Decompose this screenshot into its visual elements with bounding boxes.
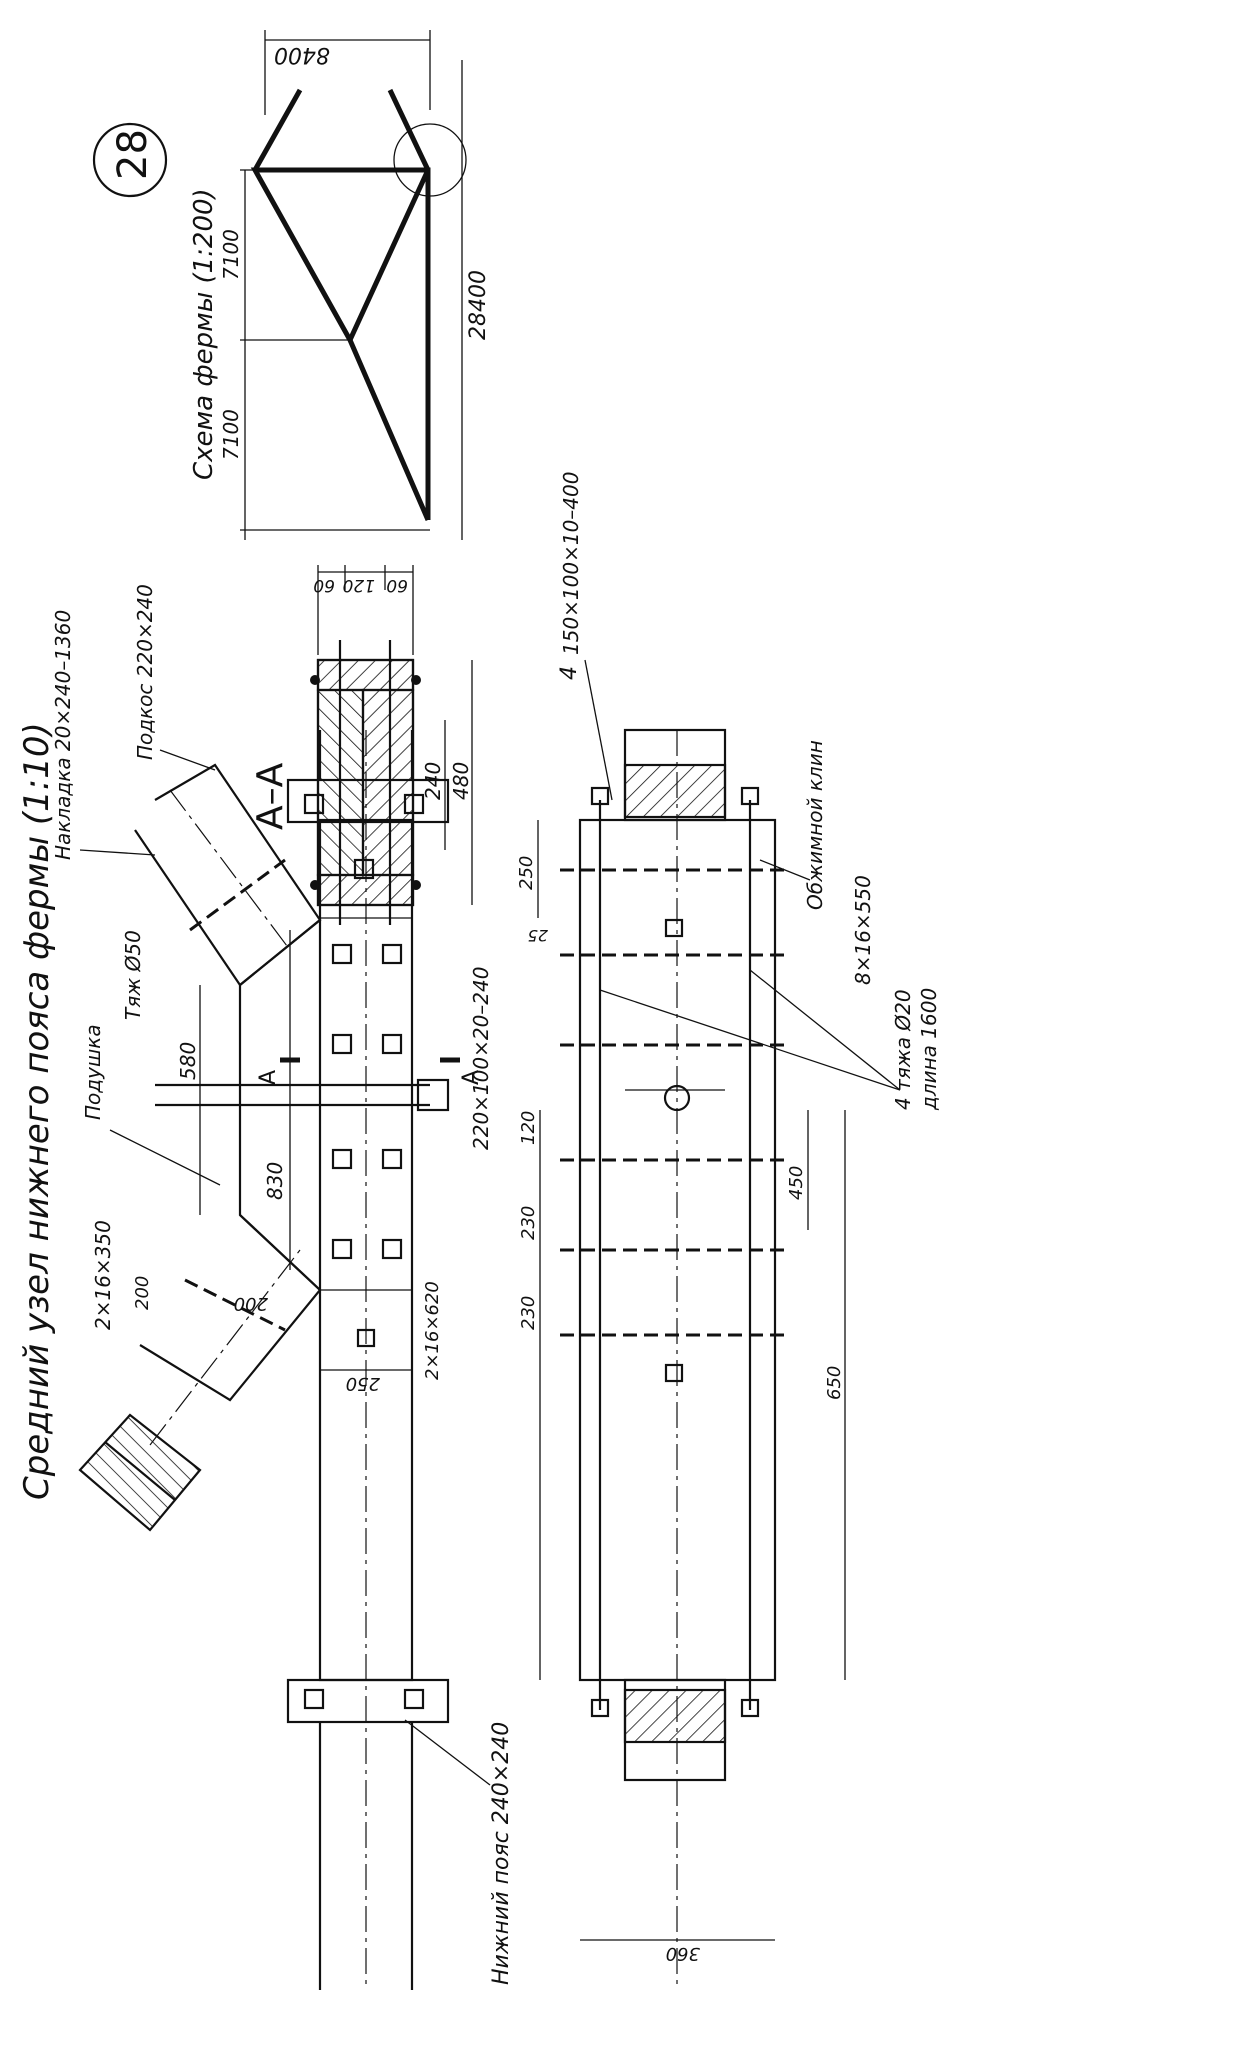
label-nizhny-poyas: Нижний пояс 240×240 bbox=[489, 1722, 514, 1985]
truss-dim-8400: 8400 bbox=[274, 42, 330, 67]
section-mark-left: А bbox=[256, 1070, 281, 1085]
label-tyazh-length: длина 1600 bbox=[917, 988, 941, 1111]
section-dim-480: 480 bbox=[449, 762, 473, 800]
label-angle-count: 4 bbox=[557, 666, 582, 680]
label-bolts-350: 2×16×350 bbox=[91, 1220, 115, 1330]
dim-250-plan: 250 bbox=[516, 856, 537, 890]
label-tyazh: Тяж Ø50 bbox=[121, 930, 145, 1020]
truss-dim-7100-top: 7100 bbox=[219, 229, 243, 280]
dim-230-b: 230 bbox=[518, 1296, 539, 1330]
label-angle-150: 150×100×10–400 bbox=[559, 472, 583, 656]
dim-360: 360 bbox=[666, 1943, 700, 1964]
dim-650: 650 bbox=[824, 1366, 845, 1400]
dim-25: 25 bbox=[528, 926, 548, 945]
section-mark-right: А bbox=[459, 1070, 484, 1085]
dim-200-b: 200 bbox=[234, 1293, 268, 1314]
section-a-a: А–А 60 120 60 240 480 bbox=[250, 565, 473, 925]
label-angle-220: 220×100×20–240 bbox=[469, 967, 493, 1151]
dim-230-a: 230 bbox=[518, 1206, 539, 1240]
label-podkos: Подкос 220×240 bbox=[133, 584, 157, 760]
label-bolts-550: 8×16×550 bbox=[851, 875, 875, 985]
section-dim-120: 120 bbox=[343, 575, 375, 595]
section-dim-60-a: 60 bbox=[313, 575, 335, 595]
section-dim-60-b: 60 bbox=[386, 575, 408, 595]
node-side-view: А А 580 830 200 200 250 bbox=[78, 730, 484, 1990]
label-podushka: Подушка bbox=[81, 1024, 105, 1120]
dim-200-a: 200 bbox=[132, 1276, 153, 1310]
section-title: А–А bbox=[250, 762, 291, 830]
dim-450: 450 bbox=[786, 1166, 807, 1200]
drawing-title: Средний узел нижнего пояса фермы (1:10) bbox=[17, 722, 57, 1500]
sheet-number-badge: 28 bbox=[92, 122, 168, 198]
label-bolts-620: 2×16×620 bbox=[422, 1281, 443, 1380]
dim-580: 580 bbox=[176, 1042, 200, 1080]
truss-scheme-title: Схема фермы (1:200) bbox=[189, 188, 219, 480]
label-tyazh-4: 4 тяжа Ø20 bbox=[891, 989, 915, 1110]
label-obzhimnoy-klin: Обжимной клин bbox=[803, 740, 827, 910]
truss-dim-7100-bottom: 7100 bbox=[219, 409, 243, 460]
truss-dim-28400: 28400 bbox=[466, 270, 491, 340]
sheet-number: 28 bbox=[110, 129, 156, 180]
dim-830: 830 bbox=[263, 1162, 287, 1200]
label-nakladka: Накладка 20×240–1360 bbox=[51, 610, 75, 860]
truss-scheme: Схема фермы (1:200) 8400 7100 7100 28400 bbox=[189, 30, 491, 540]
dim-120: 120 bbox=[518, 1111, 539, 1145]
node-plan-view: 250 25 120 230 230 450 650 360 bbox=[516, 728, 846, 1990]
dim-250-side: 250 bbox=[346, 1373, 380, 1394]
